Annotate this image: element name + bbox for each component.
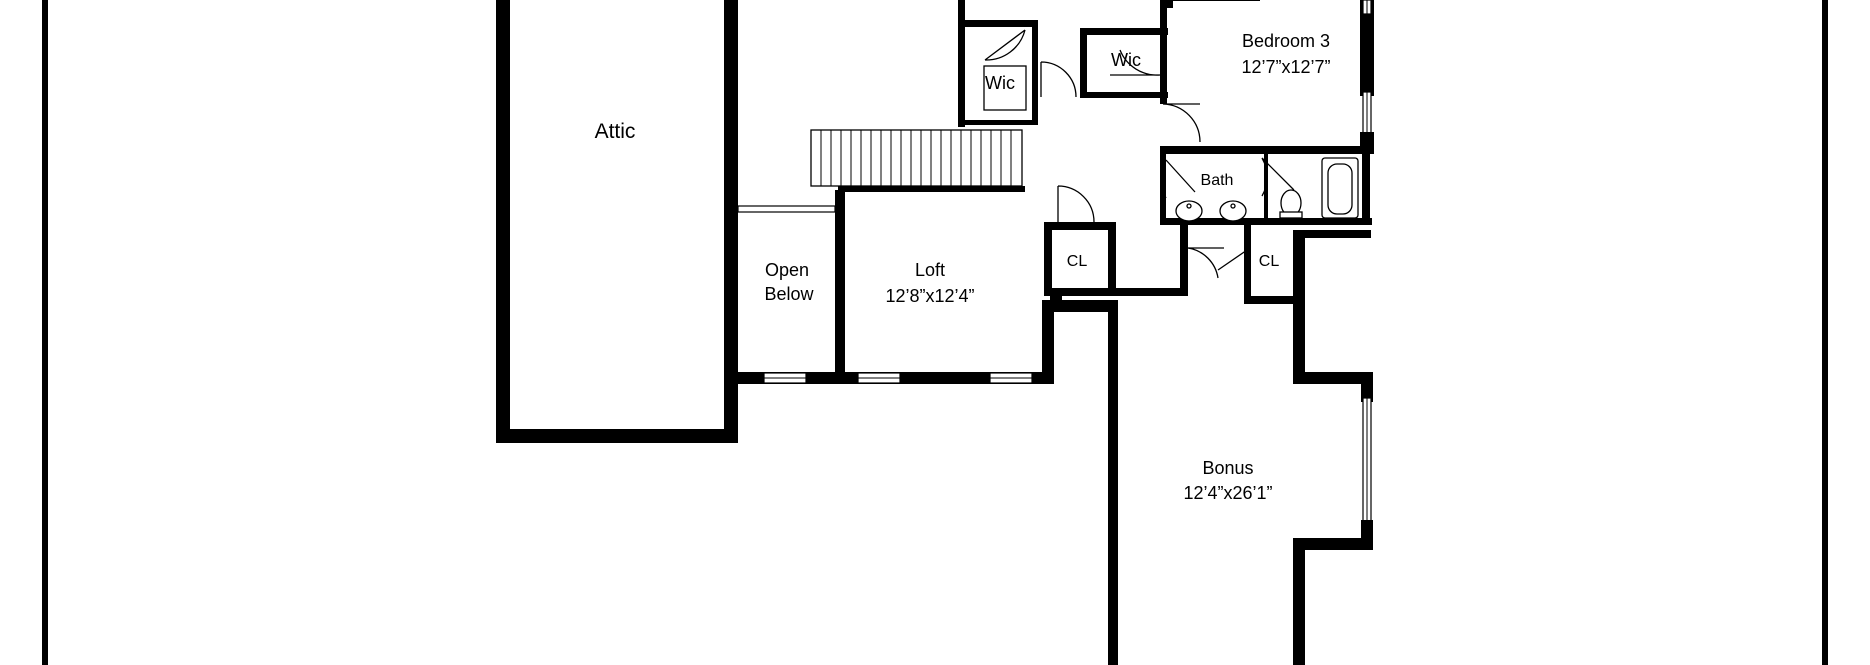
bath-label: Bath <box>1201 172 1234 189</box>
wic-left-walls <box>958 20 1038 125</box>
loft-walls <box>738 0 1110 384</box>
closet-right-walls <box>1116 224 1371 304</box>
wic-right-label: Wic <box>1111 50 1141 70</box>
open-below-railing <box>737 205 836 213</box>
bathtub-icon <box>1321 157 1359 219</box>
staircase <box>810 129 1023 187</box>
bedroom3-walls <box>1160 0 1374 154</box>
closet-right-label: CL <box>1259 253 1280 270</box>
bonus-dims: 12’4”x26’1” <box>1183 483 1272 503</box>
wic-right-walls <box>1080 0 1260 98</box>
attic-label: Attic <box>595 120 636 143</box>
open-below-label-line1: Open <box>765 260 809 280</box>
loft-label: Loft <box>915 260 945 280</box>
bath-sink-icon <box>1175 200 1247 222</box>
open-below-label-line2: Below <box>764 284 814 304</box>
closet-left-walls <box>1044 185 1116 306</box>
hall-door <box>1040 61 1077 98</box>
page-border <box>42 0 1828 665</box>
bedroom3-dims: 12’7”x12’7” <box>1241 57 1330 77</box>
toilet-icon <box>1279 189 1303 219</box>
bath-walls <box>1160 140 1372 225</box>
bonus-label: Bonus <box>1202 458 1253 478</box>
bedroom3-label: Bedroom 3 <box>1242 31 1330 51</box>
loft-dims: 12’8”x12’4” <box>885 286 974 306</box>
closet-left-label: CL <box>1067 253 1088 270</box>
loft-windows <box>763 372 1033 384</box>
attic-walls <box>496 0 738 443</box>
wic-left-label: Wic <box>985 73 1015 93</box>
bonus-walls <box>1108 230 1373 665</box>
